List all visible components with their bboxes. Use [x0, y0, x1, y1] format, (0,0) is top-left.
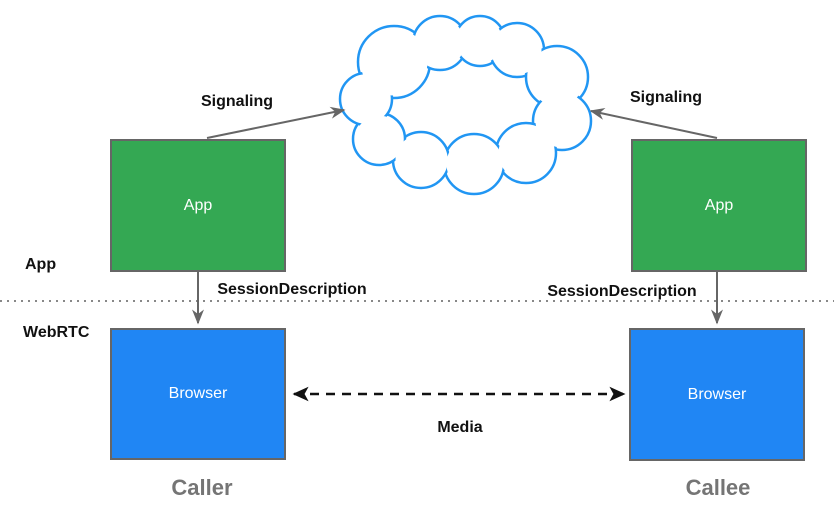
webrtc-layer-label: WebRTC: [23, 324, 90, 341]
callee-browser-box-label: Browser: [687, 385, 747, 403]
callee-app-box: App: [631, 139, 807, 272]
caller-browser-box-label: Browser: [168, 385, 228, 402]
signaling-arrow-right: [589, 107, 718, 139]
caller-caption: Caller: [171, 475, 233, 500]
session-description-label-left: SessionDescription: [217, 281, 367, 298]
callee-caption: Callee: [685, 475, 751, 500]
callee-browser-box: Browser: [629, 328, 805, 461]
media-label: Media: [437, 419, 483, 436]
signaling-arrow-left: [206, 106, 346, 139]
signaling-label-right: Signaling: [630, 89, 702, 106]
signaling-cloud-fill: [342, 18, 589, 192]
signaling-label-left: Signaling: [201, 93, 273, 110]
app-layer-label: App: [25, 256, 57, 273]
caller-app-box: App: [110, 139, 286, 272]
caller-app-box-label: App: [183, 196, 213, 214]
caller-browser-box: Browser: [110, 328, 286, 460]
callee-app-box-label: App: [704, 196, 734, 214]
session-description-label-right: SessionDescription: [547, 283, 697, 300]
